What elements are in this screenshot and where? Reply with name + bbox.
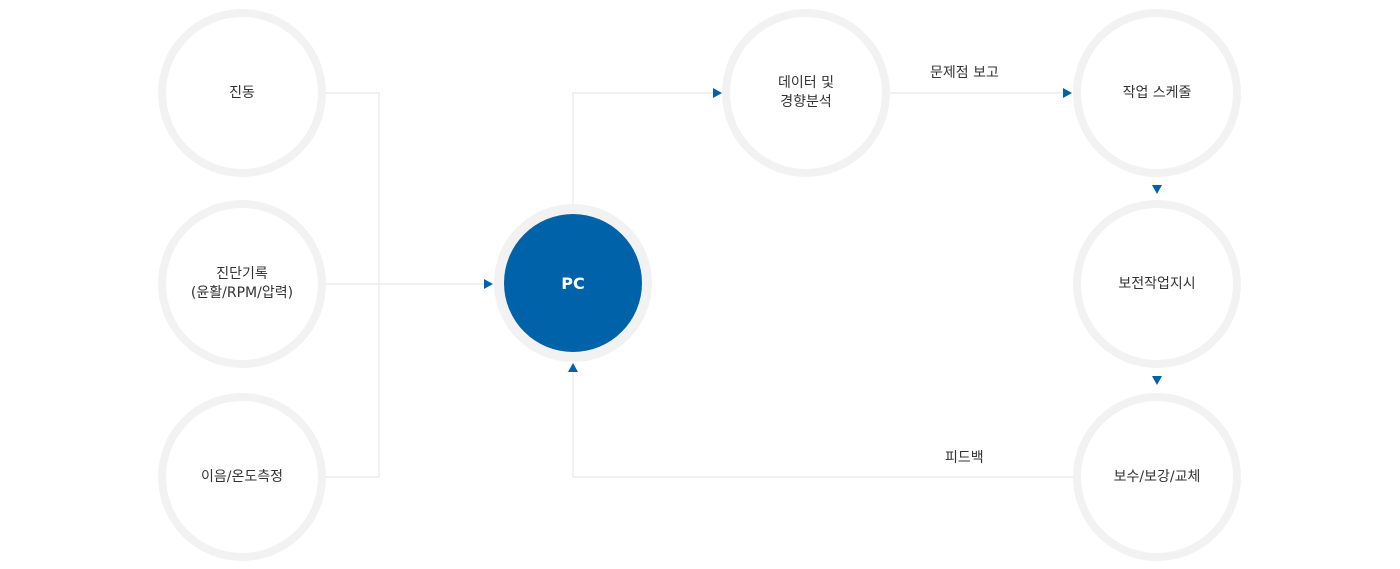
node-diagnosis-record: 진단기록 (윤활/RPM/압력) (158, 200, 326, 368)
node-repair-label: 보수/보강/교체 (1113, 468, 1201, 485)
node-noise-temperature-label: 이음/온도측정 (201, 468, 283, 485)
pc-node-label: PC (561, 273, 585, 293)
arrow-up-to-pc-icon (568, 363, 578, 372)
line-feedback (572, 372, 1073, 478)
node-work-schedule: 작업 스케줄 (1073, 9, 1241, 177)
node-vibration-label: 진동 (229, 84, 255, 101)
node-maintenance-order: 보전작업지시 (1073, 200, 1241, 368)
node-data-analysis-label: 데이터 및 경향분석 (778, 75, 834, 110)
arrow-down-to-repair-icon (1152, 376, 1162, 385)
edge-label-problem-report: 문제점 보고 (930, 65, 999, 81)
line-pc-to-analysis (572, 92, 714, 204)
node-diagnosis-record-label: 진단기록 (윤활/RPM/압력) (190, 266, 294, 301)
edge-label-feedback: 피드백 (945, 450, 984, 466)
node-vibration: 진동 (158, 9, 326, 177)
pc-node: PC (504, 214, 642, 352)
node-maintenance-order-label: 보전작업지시 (1118, 275, 1196, 292)
node-work-schedule-label: 작업 스케줄 (1122, 84, 1192, 101)
arrow-into-pc-icon (484, 279, 493, 289)
arrow-down-to-order-icon (1152, 185, 1162, 194)
arrow-into-analysis-icon (713, 88, 722, 98)
node-repair: 보수/보강/교체 (1073, 393, 1241, 561)
arrow-into-schedule-icon (1063, 88, 1072, 98)
node-data-analysis: 데이터 및 경향분석 (722, 9, 890, 177)
node-noise-temperature: 이음/온도측정 (158, 393, 326, 561)
line-vibration-to-bus (326, 92, 380, 478)
